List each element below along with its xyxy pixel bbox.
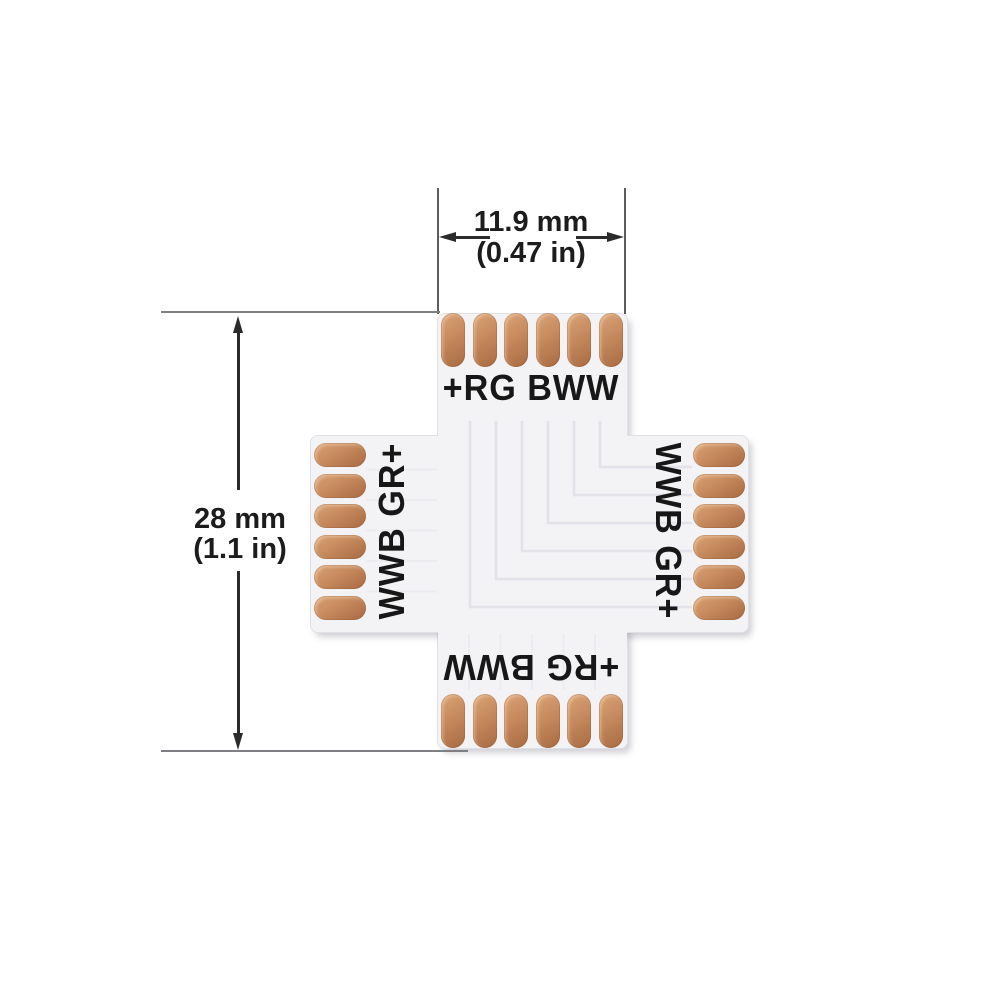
copper-pad <box>567 694 592 748</box>
copper-pad <box>693 473 745 498</box>
copper-pad <box>314 443 366 467</box>
width-arrow-shaft-right <box>576 235 610 239</box>
height-value-imperial: (1.1 in) <box>193 533 287 565</box>
height-extension-line-top <box>161 311 440 313</box>
copper-pad <box>504 694 529 748</box>
copper-pad <box>314 534 366 559</box>
copper-pad <box>693 443 745 467</box>
copper-pad <box>598 313 623 367</box>
height-value-metric: 28 mm <box>194 503 286 535</box>
height-extension-line-bottom <box>161 750 468 752</box>
height-arrow-shaft-bottom <box>236 571 240 734</box>
height-arrowhead-up-icon <box>232 316 243 333</box>
width-arrowhead-right-icon <box>607 231 624 242</box>
silkscreen-label-top: +RG BWW <box>442 367 620 408</box>
width-extension-line-left <box>437 188 439 314</box>
copper-pad <box>693 534 745 559</box>
pad-row-top <box>441 313 623 367</box>
copper-pad <box>535 313 560 367</box>
copper-pad <box>314 595 366 620</box>
silkscreen-label-left: WWB GR+ <box>371 442 412 620</box>
copper-pad <box>314 473 366 498</box>
silkscreen-label-bottom: +RG BWW <box>442 647 620 688</box>
width-value-imperial: (0.47 in) <box>476 237 586 269</box>
copper-pad <box>504 313 529 367</box>
copper-pad <box>314 504 366 529</box>
copper-pad <box>693 565 745 590</box>
copper-pad <box>693 595 745 620</box>
copper-pad <box>441 313 465 367</box>
silkscreen-label-right: WWB GR+ <box>648 442 689 620</box>
width-arrow-shaft-left <box>454 235 490 239</box>
pad-row-bottom <box>441 694 623 748</box>
copper-pad <box>693 504 745 529</box>
width-arrowhead-left-icon <box>439 231 456 242</box>
pad-row-left <box>314 443 366 620</box>
height-arrow-shaft-top <box>236 331 240 490</box>
copper-pad <box>567 313 592 367</box>
height-arrowhead-down-icon <box>232 733 243 750</box>
copper-pad <box>472 313 497 367</box>
copper-pad <box>535 694 560 748</box>
width-extension-line-right <box>624 188 626 314</box>
copper-pad <box>314 565 366 590</box>
copper-pad <box>598 694 623 748</box>
width-value-metric: 11.9 mm <box>473 206 589 238</box>
copper-pad <box>441 694 465 748</box>
copper-pad <box>472 694 497 748</box>
pad-row-right <box>693 443 745 620</box>
